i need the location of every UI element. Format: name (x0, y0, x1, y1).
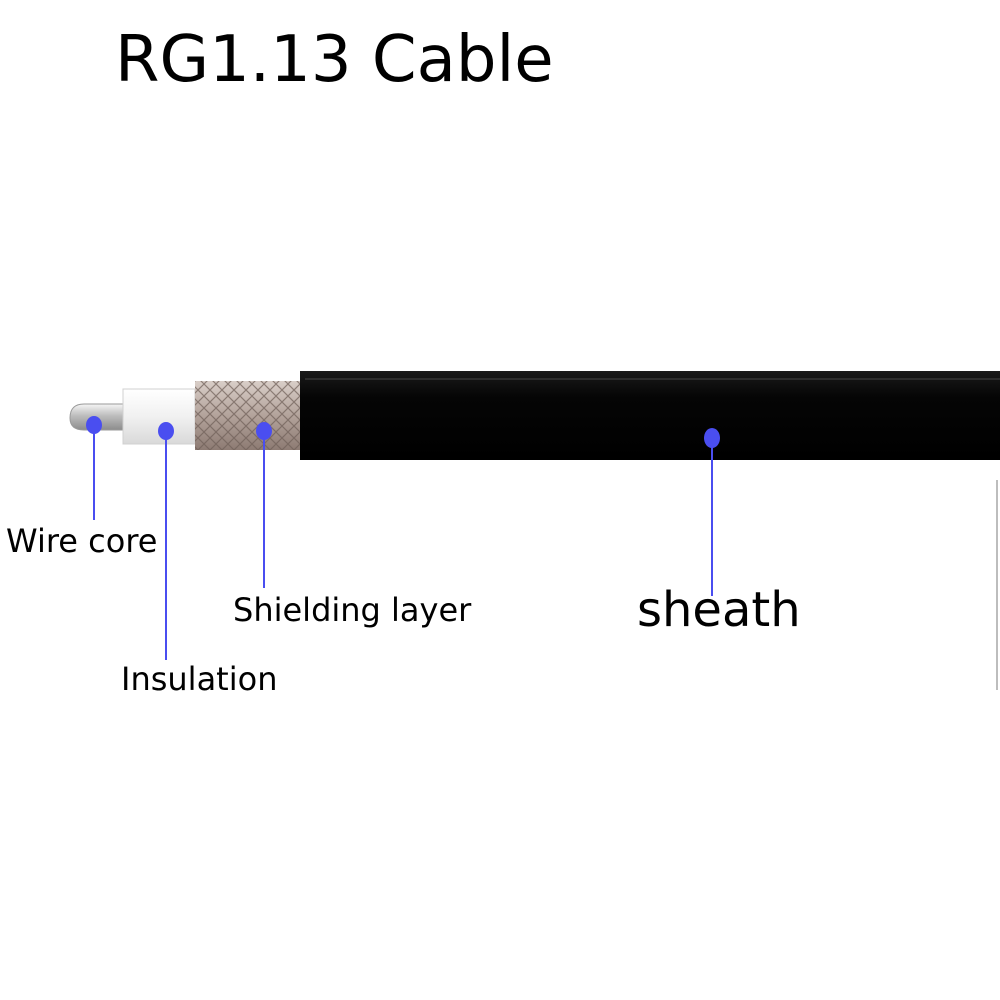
label-shielding-layer: Shielding layer (233, 591, 472, 629)
marker-insulation (158, 422, 174, 440)
marker-shielding (256, 422, 272, 440)
label-insulation: Insulation (121, 660, 278, 698)
label-wire-core: Wire core (6, 522, 158, 560)
sheath-shape (300, 371, 1000, 460)
leader-lines (93, 425, 713, 660)
diagram-title: RG1.13 Cable (115, 23, 554, 97)
insulation-shape (122, 388, 196, 445)
marker-dots (86, 416, 720, 448)
shielding-braid-texture (195, 381, 301, 450)
marker-wire-core (86, 416, 102, 434)
label-sheath: sheath (637, 582, 801, 638)
marker-sheath (704, 428, 720, 448)
